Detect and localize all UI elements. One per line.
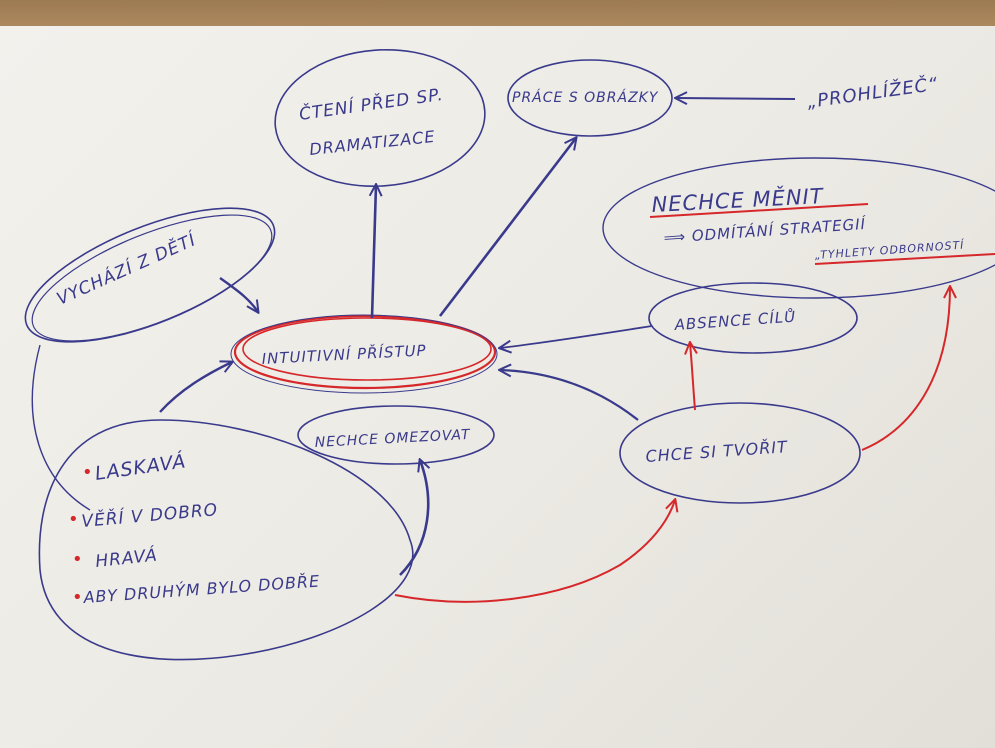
arrow-prohlizec-to-prace <box>676 98 796 99</box>
trait-item: HRAVÁ <box>94 544 158 572</box>
ellipse-intuitivni-3 <box>230 314 498 394</box>
cteni-line2: DRAMATIZACE <box>308 127 436 159</box>
intuitivni-label: INTUITIVNÍ PŘÍSTUP <box>261 340 427 368</box>
arrow-traits-to-chce <box>394 500 675 603</box>
arrow-intuitivni-to-cteni <box>372 185 376 319</box>
ellipse-nechce-menit <box>602 157 995 299</box>
trait-bullet: • <box>82 462 94 483</box>
underline-odbornosti <box>814 253 995 265</box>
trait-item: LASKAVÁ <box>93 449 187 485</box>
arrow-traits-to-intuitivni <box>159 362 232 413</box>
ellipse-intuitivni <box>233 314 497 390</box>
arrow-chce-to-absence <box>690 343 695 411</box>
arrow-absence-to-intuitivni <box>500 325 653 348</box>
cteni-line1: ČTENÍ PŘED SP. <box>298 83 445 125</box>
paper-sheet <box>0 26 995 748</box>
ellipse-intuitivni-2 <box>242 317 492 381</box>
ellipse-cteni <box>274 48 486 188</box>
ellipse-prace <box>507 59 673 137</box>
prohlizec-label: „PROHLÍŽEČ“ <box>806 73 940 113</box>
arrow-traits-to-omezovat <box>399 460 428 576</box>
arrow-vychazi-to-intuitivni <box>219 277 258 312</box>
nechce-menit-line2: ⟹ ODMÍTÁNÍ STRATEGIÍ <box>663 214 867 247</box>
nechce-menit-title: NECHCE MĚNIT <box>651 183 825 217</box>
trait-item: VĚŘÍ V DOBRO <box>81 498 219 532</box>
nechce-menit-line3: „TYHLETY ODBORNOSTÍ <box>814 239 965 262</box>
ellipse-absence <box>648 282 858 354</box>
chce-tvorit-label: CHCE SI TVOŘIT <box>645 437 789 466</box>
trait-item: ABY DRUHÝM BYLO DOBŘE <box>82 572 321 608</box>
ellipse-vychazi-2 <box>31 214 273 342</box>
ellipse-chce-tvorit <box>619 402 861 504</box>
ellipse-nechce-omezovat <box>297 405 495 465</box>
absence-label: ABSENCE CÍLŮ <box>673 307 797 335</box>
arrow-chce-to-intuitivni <box>500 370 639 421</box>
trait-bullet: • <box>72 587 84 608</box>
arrow-chce-to-nechce-menit <box>861 287 950 451</box>
traits-list: • LASKAVÁ • VĚŘÍ V DOBRO • HRAVÁ • ABY D… <box>68 449 321 608</box>
underline-nechce-menit <box>649 203 869 218</box>
ellipse-vychazi <box>24 207 276 343</box>
ellipse-traits <box>38 419 414 661</box>
trait-bullet: • <box>68 509 80 530</box>
arrow-intuitivni-to-prace <box>438 138 576 317</box>
prace-label: PRÁCE S OBRÁZKY <box>512 89 659 106</box>
nechce-omezovat-label: NECHCE OMEZOVAT <box>314 427 471 451</box>
connector-vychazi-traits <box>31 344 91 511</box>
trait-bullet: • <box>72 549 84 570</box>
